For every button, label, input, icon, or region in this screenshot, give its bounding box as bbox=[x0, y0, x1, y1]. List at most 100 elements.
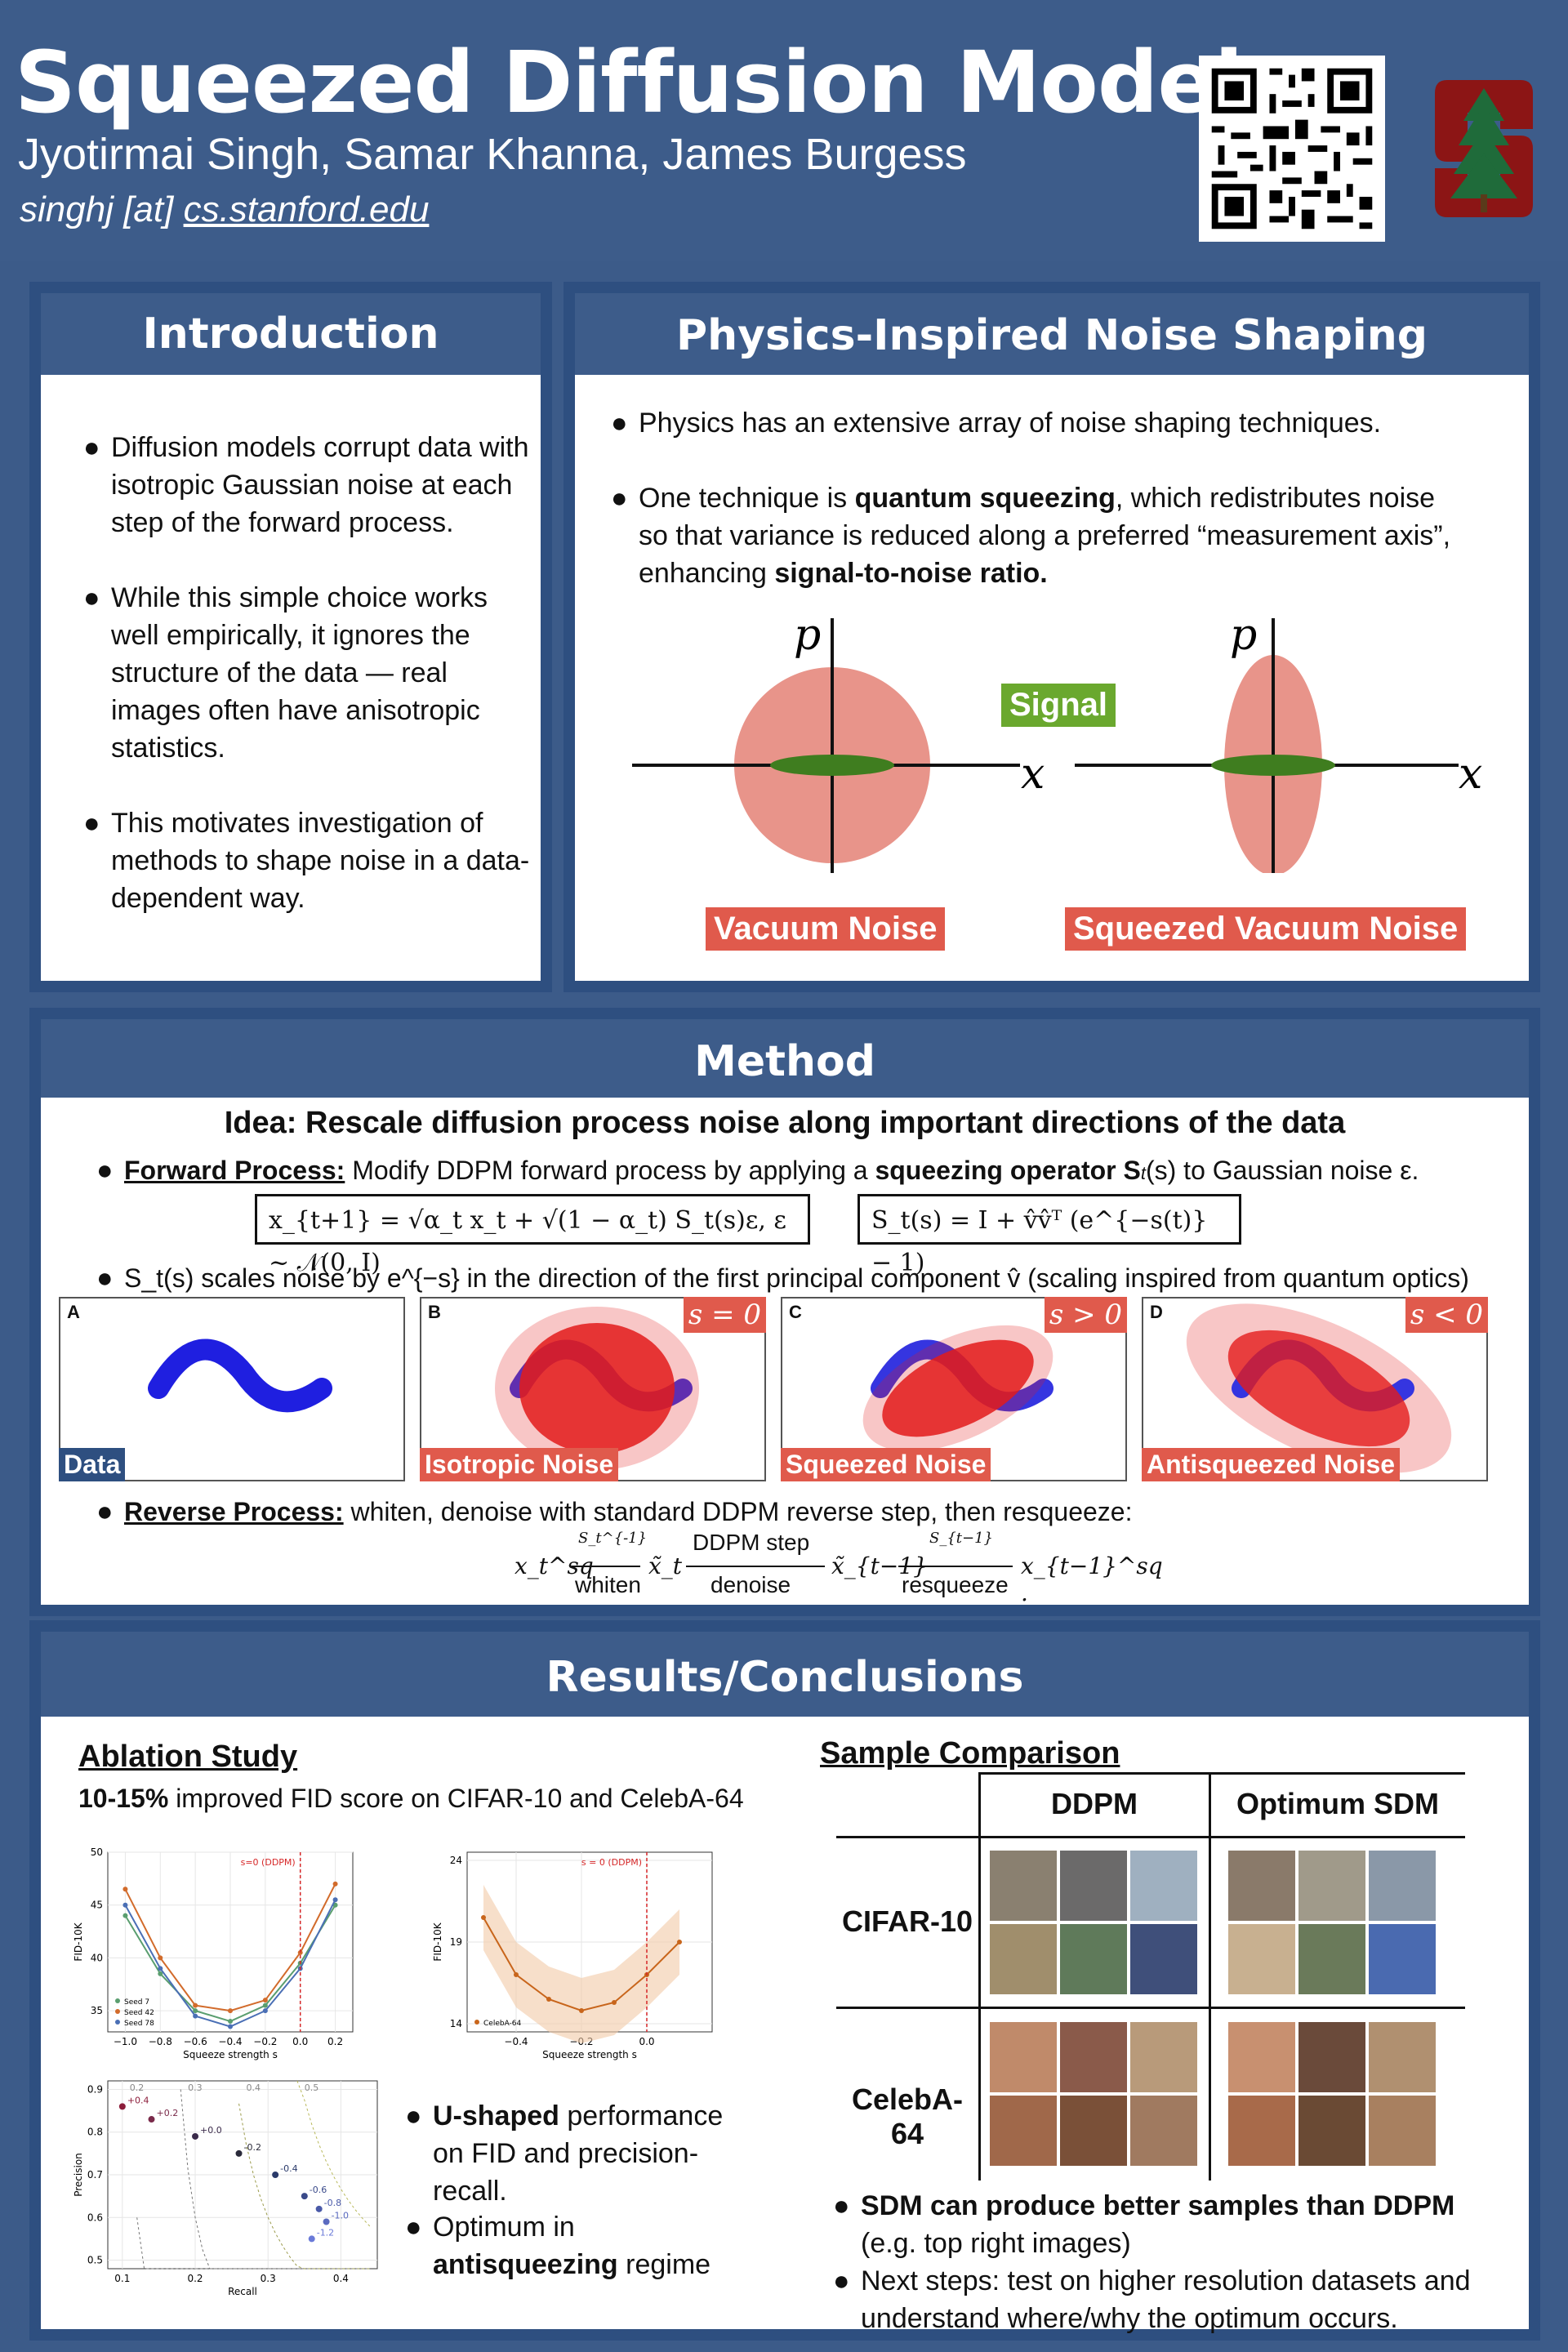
ablation-b1-bold: U-shaped bbox=[433, 2100, 559, 2132]
y-tick-label: 45 bbox=[91, 1900, 103, 1911]
sample-thumbnail bbox=[1060, 1924, 1127, 1994]
x-tick-label: −1.0 bbox=[114, 2036, 137, 2047]
sample-thumbnail bbox=[1228, 2022, 1295, 2092]
fwd-b: squeezing operator S bbox=[875, 1156, 1141, 1185]
table-head-line bbox=[836, 1836, 1465, 1838]
qr-code-icon[interactable] bbox=[1199, 56, 1385, 242]
vacuum-noise-label: Vacuum Noise bbox=[706, 907, 946, 951]
sample-table: DDPM Optimum SDM CIFAR-10 CelebA-64 bbox=[836, 1772, 1465, 2180]
x-tick-label: 0.2 bbox=[187, 2273, 203, 2284]
intro-bullet-2: ●While this simple choice works well emp… bbox=[83, 582, 488, 764]
conclusion-bullet-2: ●Next steps: test on higher resolution d… bbox=[833, 2265, 1471, 2334]
pr-point-label: -0.4 bbox=[280, 2163, 297, 2174]
panel-a-scatter bbox=[148, 1339, 332, 1413]
x-tick-label: 0.1 bbox=[114, 2273, 130, 2284]
y-tick-label: 19 bbox=[450, 1936, 462, 1948]
ablation-title: Ablation Study bbox=[78, 1740, 298, 1774]
squeezed-vacuum-label: Squeezed Vacuum Noise bbox=[1065, 907, 1467, 951]
pr-point bbox=[192, 2132, 199, 2140]
scale-bullet-text: S_t(s) scales noise by e^{−s} in the dir… bbox=[124, 1263, 1469, 1293]
chain-arrow-3 bbox=[898, 1566, 1013, 1567]
x-tick-label: 0.2 bbox=[327, 2036, 343, 2047]
data-point bbox=[228, 2024, 233, 2029]
conclusion-bullet-1: ●SDM can produce better samples than DDP… bbox=[833, 2190, 1455, 2259]
chain-lab1: whiten bbox=[575, 1572, 641, 1597]
sample-thumbnail bbox=[1298, 2022, 1365, 2092]
iso-f1-label: 0.3 bbox=[188, 2082, 203, 2093]
y-tick-label: 35 bbox=[91, 2005, 103, 2016]
sample-thumbnail bbox=[1228, 1851, 1295, 1921]
forward-process-label: Forward Process: bbox=[124, 1156, 345, 1185]
pr-point bbox=[148, 2116, 155, 2123]
y-tick-label: 0.6 bbox=[87, 2212, 103, 2223]
sdm-celeba-samples bbox=[1228, 2022, 1436, 2166]
email-domain-link[interactable]: cs.stanford.edu bbox=[183, 189, 430, 229]
pr-point-label: -1.0 bbox=[332, 2211, 349, 2221]
reverse-process-bullet: ●Reverse Process: whiten, denoise with s… bbox=[96, 1496, 1133, 1527]
squeeze-operator-equation: S_t(s) = I + v̂v̂ᵀ (e^{−s(t)} − 1) bbox=[858, 1194, 1241, 1277]
reverse-chain: x_t^sq S_t^{-1} whiten x̃_t DDPM step de… bbox=[514, 1530, 1163, 1606]
fwd-c: (s) to Gaussian noise ε. bbox=[1145, 1156, 1419, 1185]
ablation-b1-text: performance on FID and precision-recall. bbox=[433, 2100, 724, 2207]
sample-thumbnail bbox=[990, 1851, 1057, 1921]
y-axis-label: Precision bbox=[73, 2153, 84, 2197]
results-title: Results/Conclusions bbox=[41, 1632, 1529, 1717]
y-tick-label: 0.9 bbox=[87, 2083, 103, 2095]
method-idea: Idea: Rescale diffusion process noise al… bbox=[224, 1106, 1346, 1140]
x-tick-label: −0.4 bbox=[218, 2036, 242, 2047]
legend-marker bbox=[115, 2009, 120, 2014]
reverse-process-text: whiten, denoise with standard DDPM rever… bbox=[343, 1497, 1133, 1526]
sample-thumbnail bbox=[1369, 2022, 1436, 2092]
panel-b-label: Isotropic Noise bbox=[420, 1448, 619, 1481]
panel-b-tag: s = 0 bbox=[683, 1297, 766, 1333]
ablation-text: improved FID score on CIFAR-10 and Celeb… bbox=[168, 1784, 744, 1813]
panel-c-label: Squeezed Noise bbox=[781, 1448, 991, 1481]
data-point bbox=[158, 1966, 163, 1971]
sample-thumbnail bbox=[1060, 1851, 1127, 1921]
forward-process-bullet: ●Forward Process: Modify DDPM forward pr… bbox=[96, 1155, 1419, 1186]
legend-marker bbox=[115, 2020, 120, 2025]
ablation-b2-a: Optimum in bbox=[433, 2212, 575, 2243]
ddpm-annotation: s = 0 (DDPM) bbox=[581, 1857, 642, 1868]
panel-a-letter: A bbox=[67, 1302, 80, 1322]
legend-entry: CelebA-64 bbox=[483, 2020, 522, 2028]
physics-bullet-2: ●One technique is quantum squeezing, whi… bbox=[611, 483, 1451, 589]
sample-thumbnail bbox=[990, 2022, 1057, 2092]
y-tick-label: 14 bbox=[450, 2018, 462, 2029]
sample-thumbnail bbox=[1369, 1851, 1436, 1921]
pr-point-label: -1.2 bbox=[317, 2227, 334, 2238]
ddpm-annotation: s=0 (DDPM) bbox=[241, 1857, 296, 1868]
pr-point bbox=[323, 2218, 330, 2225]
sample-thumbnail bbox=[1228, 1924, 1295, 1994]
legend-marker bbox=[474, 2020, 479, 2025]
panel-c-letter: C bbox=[789, 1302, 802, 1322]
data-point bbox=[332, 1881, 338, 1886]
sample-thumbnail bbox=[990, 1924, 1057, 1994]
chain-lab2: denoise bbox=[710, 1572, 791, 1597]
legend-marker bbox=[115, 1998, 120, 2003]
chain-x2: x̃_t bbox=[648, 1552, 683, 1579]
contact-email: singhj [at] cs.stanford.edu bbox=[20, 189, 429, 230]
row-cifar: CIFAR-10 bbox=[841, 1904, 973, 1938]
sdm-cifar-samples bbox=[1228, 1851, 1436, 1994]
intro-bullet-1-text: Diffusion models corrupt data with isotr… bbox=[111, 432, 529, 538]
x-tick-label: −0.6 bbox=[184, 2036, 207, 2047]
y-tick-label: 0.8 bbox=[87, 2127, 103, 2138]
conclusion-1-bold: SDM can produce better samples than DDPM bbox=[861, 2190, 1455, 2221]
results-panel: Results/Conclusions Ablation Study 10-15… bbox=[29, 1620, 1540, 2341]
y-tick-label: 0.5 bbox=[87, 2255, 103, 2266]
pr-point bbox=[308, 2235, 315, 2243]
ablation-b2-c: regime bbox=[617, 2249, 711, 2280]
sample-thumbnail bbox=[1228, 2096, 1295, 2166]
sample-thumbnail bbox=[1298, 1924, 1365, 1994]
sample-thumbnail bbox=[1130, 1851, 1197, 1921]
pr-point bbox=[272, 2172, 279, 2178]
y-axis-label: FID-10K bbox=[432, 1922, 443, 1961]
physics-b2-a: One technique is bbox=[639, 483, 855, 514]
data-point bbox=[193, 2002, 198, 2008]
sample-thumbnail bbox=[1298, 1851, 1365, 1921]
x-tick-label: −0.2 bbox=[253, 2036, 277, 2047]
data-point bbox=[514, 1972, 519, 1977]
panel-a-data: A Data bbox=[59, 1297, 405, 1481]
